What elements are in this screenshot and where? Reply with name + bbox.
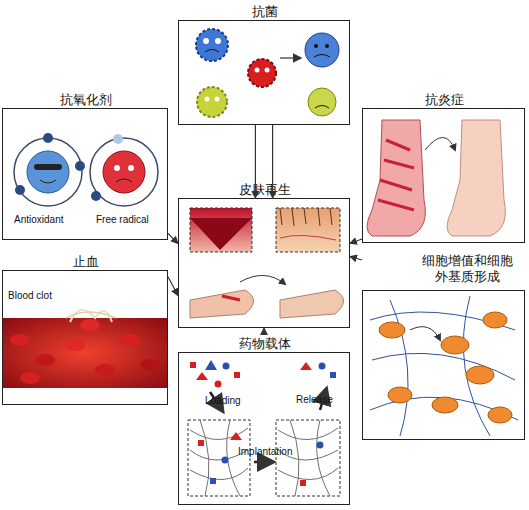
panel-heading: 皮肤再生 bbox=[179, 182, 351, 198]
skin-sections bbox=[190, 208, 344, 318]
illustration-label: Implantation bbox=[238, 446, 292, 457]
panel-heading: 止血 bbox=[3, 254, 169, 270]
illustration-label: Antioxidant bbox=[14, 214, 63, 225]
flow-arrow bbox=[168, 233, 178, 243]
flow-arrow bbox=[350, 239, 362, 244]
drug-carrier bbox=[188, 360, 340, 496]
flow-arrow bbox=[350, 257, 362, 261]
illustration-label: Release bbox=[296, 394, 333, 405]
flow-arrow bbox=[263, 328, 264, 334]
panel-box: 抗炎症 bbox=[362, 108, 525, 243]
flow-arrow bbox=[255, 125, 256, 198]
panel-heading: 抗炎症 bbox=[363, 92, 526, 108]
panel-box: 抗菌 bbox=[178, 20, 350, 125]
feet bbox=[367, 120, 505, 236]
atoms bbox=[14, 133, 158, 206]
cells bbox=[370, 296, 518, 436]
panel-box: 皮肤再生 bbox=[178, 198, 350, 328]
flow-arrow bbox=[168, 277, 178, 296]
illustration-label: Loading bbox=[205, 395, 241, 406]
flow-arrow bbox=[272, 125, 273, 198]
illustration-label: Blood clot bbox=[8, 290, 52, 301]
panel-heading: 药物载体 bbox=[179, 336, 351, 352]
panel-box: 药物载体 bbox=[178, 352, 350, 505]
panel-heading: 抗氧化剂 bbox=[3, 92, 169, 108]
panel-box: 细胞增值和细胞外基质形成 bbox=[362, 290, 525, 440]
panel-heading: 细胞增值和细胞外基质形成 bbox=[419, 253, 515, 285]
blood-vessel bbox=[3, 310, 167, 388]
microbes bbox=[196, 29, 339, 117]
panel-heading: 抗菌 bbox=[179, 4, 351, 20]
illustration-label: Free radical bbox=[96, 214, 149, 225]
